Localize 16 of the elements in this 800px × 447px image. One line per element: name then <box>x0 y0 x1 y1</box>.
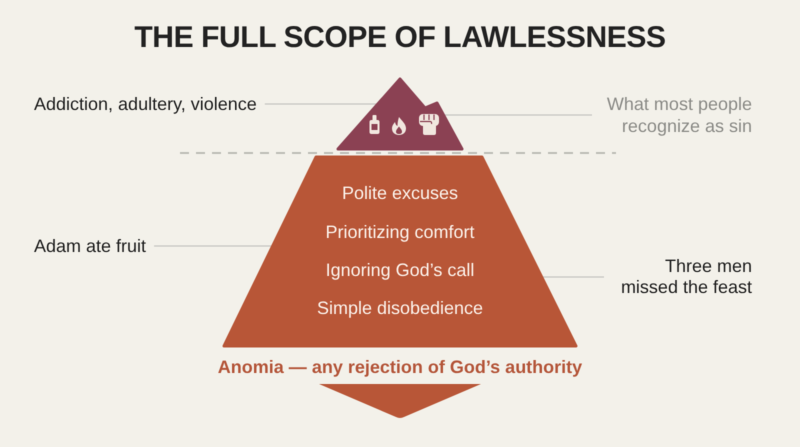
leader-line <box>154 245 273 247</box>
submerged-section <box>222 155 578 348</box>
callout-text: Adam ate fruit <box>34 235 146 257</box>
title: THE FULL SCOPE OF LAWLESSNESS <box>134 20 666 56</box>
item-text: Ignoring God’s call <box>326 259 474 281</box>
caption-text: Anomia — any rejection of God’s authority <box>218 356 582 378</box>
leader-line <box>542 276 604 278</box>
item-text: Polite excuses <box>342 182 458 204</box>
item-text: Simple disobedience <box>316 297 484 319</box>
callout-text: What most people recognize as sin <box>600 93 752 137</box>
leader-line <box>264 103 378 105</box>
leader-line <box>444 114 592 116</box>
callout-text: Addiction, adultery, violence <box>34 93 257 115</box>
item-text: Prioritizing comfort <box>325 221 475 243</box>
callout-text: Three men missed the feast <box>612 256 752 298</box>
iceberg-tip <box>336 77 464 151</box>
